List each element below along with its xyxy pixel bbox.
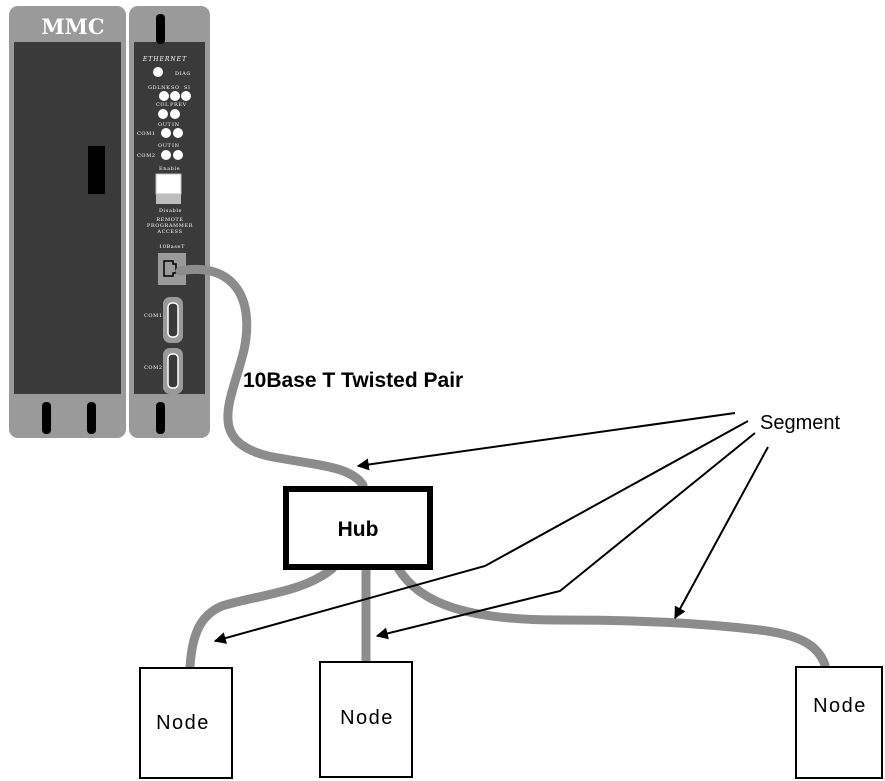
so-label: SO bbox=[171, 85, 180, 91]
segment-arrow-cable bbox=[356, 412, 736, 471]
com2-led-label: COM2 bbox=[137, 153, 156, 159]
node-2-box bbox=[319, 661, 413, 778]
remote-access-switch bbox=[155, 173, 182, 195]
node-3-box bbox=[795, 666, 883, 779]
prev-led bbox=[170, 109, 180, 119]
programmer-label: PROGRAMMER bbox=[147, 223, 193, 229]
node-1-label: Node bbox=[156, 712, 210, 734]
node-3: Node bbox=[795, 666, 883, 779]
node-1-box bbox=[139, 667, 233, 779]
diag-led bbox=[153, 67, 163, 77]
com1-in-led bbox=[173, 128, 183, 138]
cables bbox=[175, 265, 830, 672]
out1-label: OUT bbox=[158, 122, 172, 128]
mmc-left-module: MMC bbox=[9, 6, 126, 438]
gdlnk-label: GDLNK bbox=[148, 85, 170, 91]
si-led bbox=[181, 91, 191, 101]
in1-label: IN bbox=[172, 122, 180, 128]
enable-label: Enable bbox=[159, 166, 180, 172]
port-10baset-label: 10BaseT bbox=[159, 244, 185, 250]
so-led bbox=[170, 91, 180, 101]
col-led bbox=[158, 109, 168, 119]
hub-label: Hub bbox=[338, 518, 379, 541]
hub: Hub bbox=[283, 486, 433, 570]
remote-label: REMOTE bbox=[156, 217, 183, 223]
mmc-left-latch-1 bbox=[42, 402, 51, 434]
out2-label: OUT bbox=[158, 143, 172, 149]
ethernet-label: ETHERNET bbox=[142, 56, 187, 63]
segment-arrow-node2 bbox=[375, 432, 756, 640]
com1-led-label: COM1 bbox=[137, 131, 156, 137]
in2-label: IN bbox=[172, 143, 180, 149]
node-1: Node bbox=[139, 667, 233, 779]
com2-in-led bbox=[173, 150, 183, 160]
access-label: ACCESS bbox=[156, 229, 182, 235]
si-label: SI bbox=[184, 85, 191, 91]
cable-label: 10Base T Twisted Pair bbox=[243, 369, 463, 392]
ethernet-bottom-latch bbox=[156, 402, 165, 434]
node-2-label: Node bbox=[340, 707, 394, 729]
gdlnk-led bbox=[159, 91, 169, 101]
disable-label: Disable bbox=[159, 208, 182, 214]
segment-arrows bbox=[213, 412, 769, 644]
prev-label: PREV bbox=[170, 102, 187, 108]
com2-db9-icon bbox=[167, 353, 179, 389]
com2-port-label: COM2 bbox=[144, 365, 163, 371]
mmc-left-latch-2 bbox=[87, 402, 96, 434]
ethernet-top-latch bbox=[156, 14, 165, 44]
com1-out-led bbox=[161, 128, 171, 138]
segment-arrow-node3 bbox=[674, 446, 769, 620]
node-3-label: Node bbox=[813, 695, 867, 717]
segment-label: Segment bbox=[760, 412, 840, 434]
mmc-title: MMC bbox=[41, 14, 104, 39]
com1-db9-icon bbox=[167, 302, 179, 338]
col-label: COL bbox=[156, 102, 169, 108]
com2-out-led bbox=[161, 150, 171, 160]
segment-arrow-node1 bbox=[213, 420, 749, 644]
cable-hub-to-node1 bbox=[185, 563, 338, 672]
remote-access-switch-lower bbox=[156, 194, 181, 204]
com1-port-label: COM1 bbox=[144, 313, 163, 319]
hub-box bbox=[283, 486, 433, 570]
node-2: Node bbox=[319, 661, 413, 778]
cable-hub-to-node3 bbox=[393, 563, 830, 670]
mmc-left-slot bbox=[88, 146, 105, 194]
mmc-left-panel bbox=[14, 42, 121, 394]
diag-label: DIAG bbox=[175, 71, 191, 77]
mmc-ethernet-module: ETHERNET DIAG GDLNK SO SI COL PREV OUT I… bbox=[129, 6, 210, 438]
cable-mmc-to-hub bbox=[175, 265, 368, 490]
